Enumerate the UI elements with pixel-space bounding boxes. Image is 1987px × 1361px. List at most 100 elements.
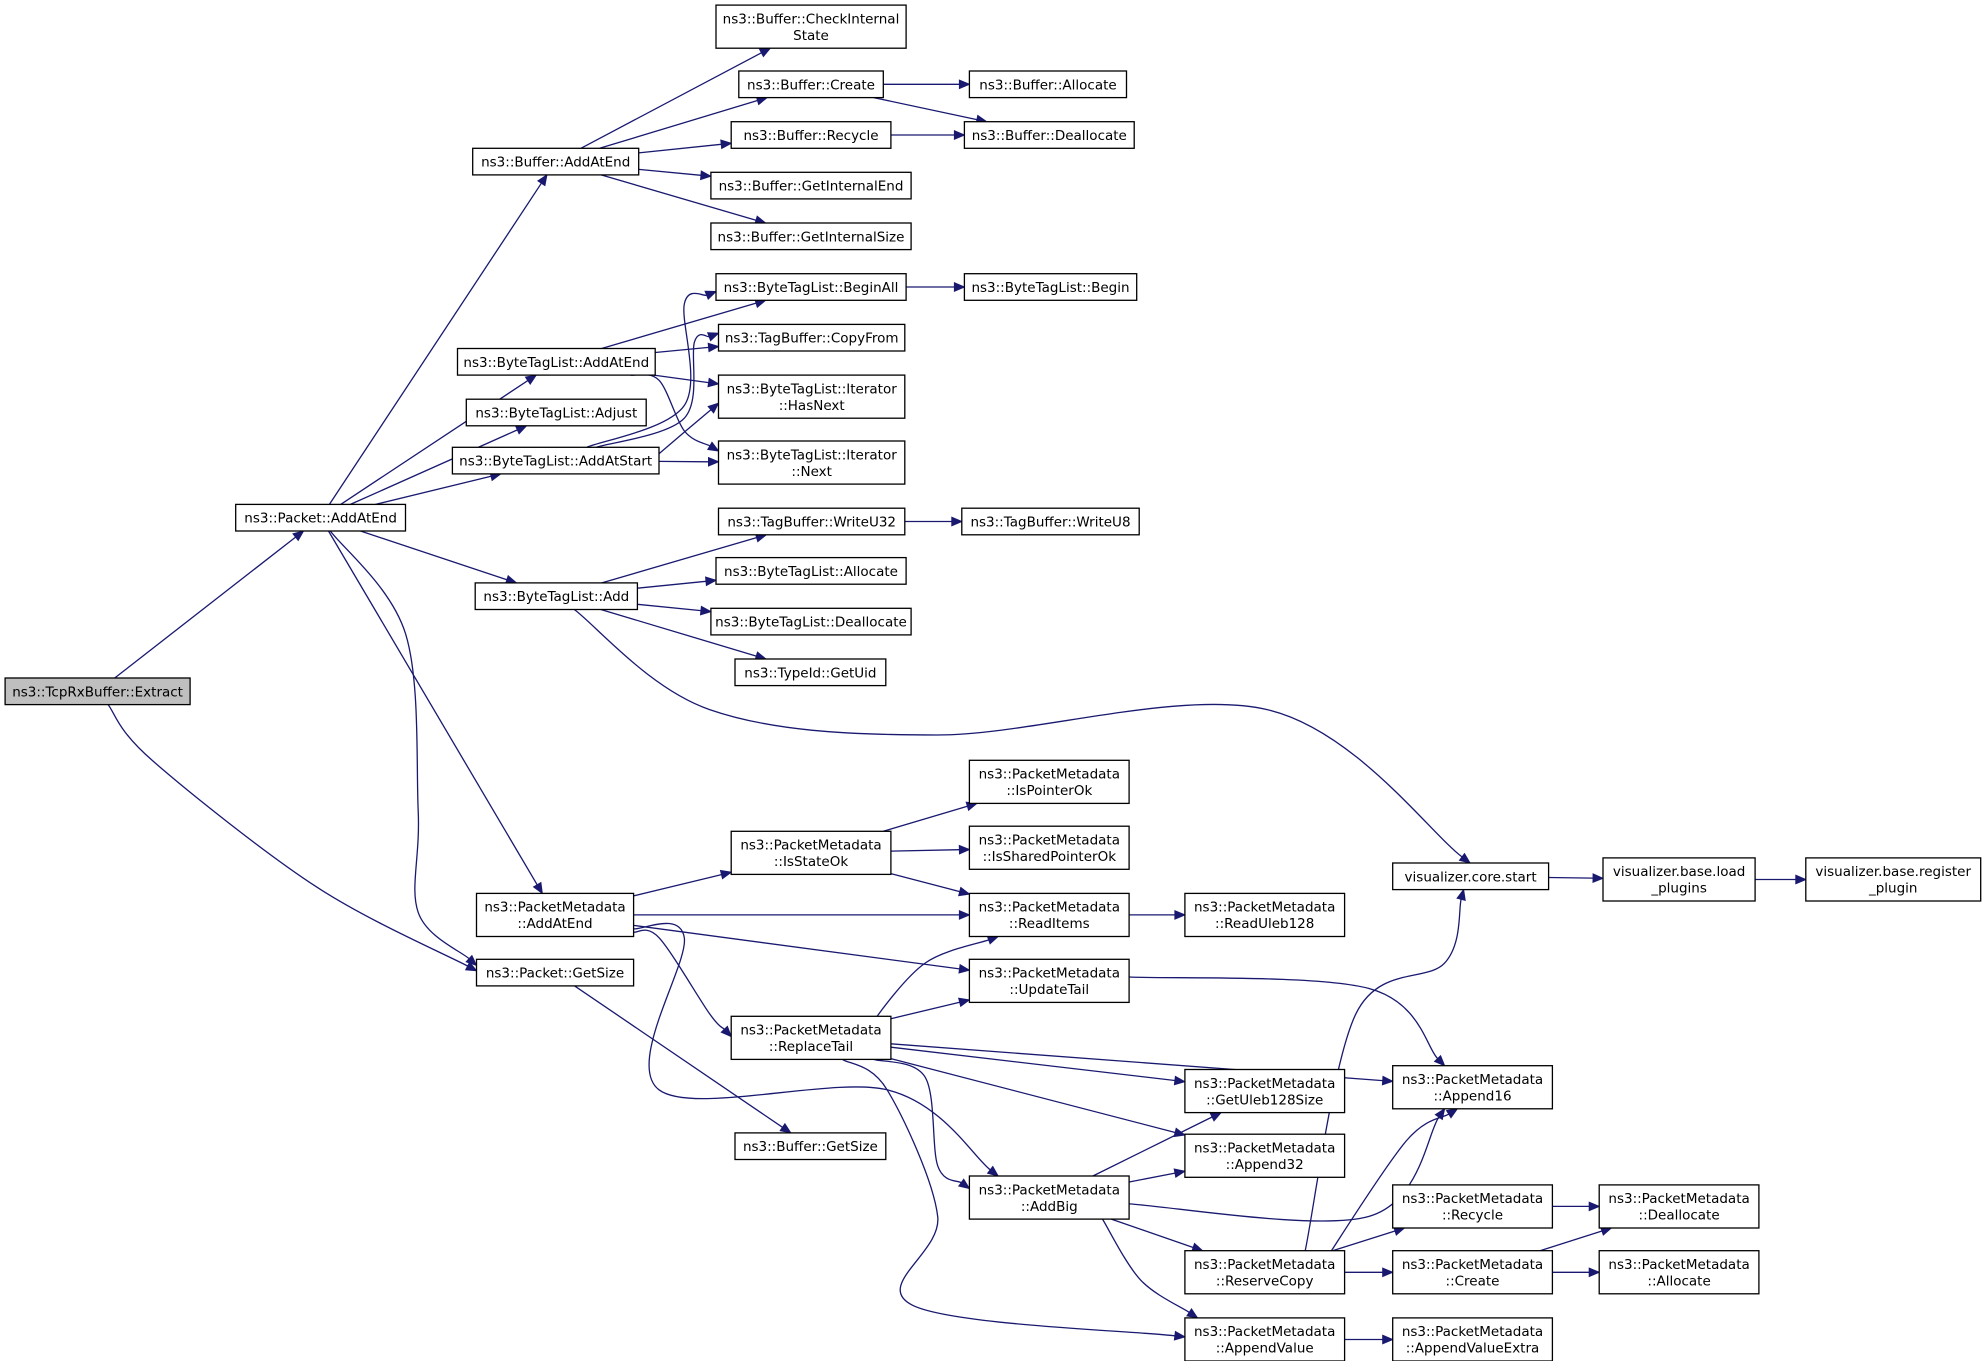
edge-btl_add-to-btl_deallocate: [637, 603, 713, 616]
node-label-line: ns3::TagBuffer::WriteU8: [970, 515, 1130, 531]
node-pm-ispointerok[interactable]: ns3::PacketMetadata::IsPointerOk: [968, 759, 1130, 805]
edge-pkt_addatend-to-btl_addatstart: [375, 471, 503, 506]
edge-line: [329, 530, 470, 960]
node-pm-addatend[interactable]: ns3::PacketMetadata::AddAtEnd: [475, 892, 635, 938]
edge-btl_addatstart-to-tb_copyfrom: [595, 332, 720, 448]
node-btl-allocate[interactable]: ns3::ByteTagList::Allocate: [715, 556, 907, 585]
node-typeid-getuid[interactable]: ns3::TypeId::GetUid: [734, 658, 887, 687]
node-label-line: ::Recycle: [1442, 1208, 1503, 1224]
edge-arrowhead: [758, 47, 772, 58]
node-buf-create[interactable]: ns3::Buffer::Create: [738, 70, 884, 99]
node-buf-getinternalsize[interactable]: ns3::Buffer::GetInternalSize: [710, 222, 912, 251]
node-pm-deallocate[interactable]: ns3::PacketMetadata::Deallocate: [1598, 1184, 1760, 1229]
edge-line: [600, 608, 757, 657]
node-btl-begin[interactable]: ns3::ByteTagList::Begin: [963, 273, 1138, 301]
edge-tb_writeu32-to-tb_writeu8: [904, 516, 964, 527]
node-box: [715, 556, 907, 585]
node-box: [1184, 1250, 1346, 1295]
edge-arrowhead: [958, 886, 971, 897]
node-buf-allocate[interactable]: ns3::Buffer::Allocate: [968, 70, 1128, 99]
node-label-line: ::AddBig: [1021, 1199, 1078, 1215]
node-label-line: ns3::Buffer::Create: [747, 77, 875, 93]
edge-pm_appendvalue-to-pm_appendvalueextra: [1344, 1334, 1394, 1345]
node-vis-start[interactable]: visualizer.core.start: [1392, 862, 1550, 891]
node-pm-recycle[interactable]: ns3::PacketMetadata::Recycle: [1392, 1184, 1554, 1229]
node-pm-readitems[interactable]: ns3::PacketMetadata::ReadItems: [968, 892, 1130, 938]
node-pkt-addatend[interactable]: ns3::Packet::AddAtEnd: [235, 503, 407, 532]
node-label-line: ::AppendValueExtra: [1406, 1341, 1540, 1357]
node-btl-it-next[interactable]: ns3::ByteTagList::Iterator::Next: [717, 440, 906, 485]
node-tb-copyfrom[interactable]: ns3::TagBuffer::CopyFrom: [717, 323, 906, 352]
node-label-line: ns3::TagBuffer::CopyFrom: [725, 331, 899, 347]
node-tb-writeu32[interactable]: ns3::TagBuffer::WriteU32: [717, 507, 906, 536]
node-btl-addatend[interactable]: ns3::ByteTagList::AddAtEnd: [456, 347, 656, 376]
edge-line: [601, 302, 757, 350]
edge-arrowhead: [1382, 1334, 1394, 1345]
node-box: [1598, 1250, 1760, 1295]
edge-line: [654, 409, 712, 458]
edge-arrowhead: [1433, 1054, 1446, 1067]
edge-pm_replacetail-to-pm_updatetail: [890, 997, 971, 1020]
edge-pm_replacetail-to-pm_append32: [890, 1057, 1187, 1138]
node-pm-updatetail[interactable]: ns3::PacketMetadata::UpdateTail: [968, 958, 1130, 1004]
edge-pm_isstateok-to-pm_ispointerok: [883, 801, 979, 832]
edge-arrowhead: [707, 342, 720, 353]
node-btl-beginall[interactable]: ns3::ByteTagList::BeginAll: [715, 273, 907, 301]
node-pm-allocate[interactable]: ns3::PacketMetadata::Allocate: [1598, 1250, 1760, 1295]
node-buf-getinternalend[interactable]: ns3::Buffer::GetInternalEnd: [710, 171, 912, 200]
node-btl-addatstart[interactable]: ns3::ByteTagList::AddAtStart: [451, 446, 660, 475]
edge-arrowhead: [720, 139, 733, 150]
edge-arrowhead: [986, 935, 1000, 945]
edge-line: [1539, 1230, 1603, 1252]
edge-line: [375, 475, 492, 506]
node-pkt-getsize[interactable]: ns3::Packet::GetSize: [475, 958, 635, 987]
node-label-line: ::AppendValue: [1216, 1341, 1314, 1357]
node-buf-getsize[interactable]: ns3::Buffer::GetSize: [734, 1132, 887, 1161]
edge-arrowhead: [700, 170, 713, 181]
edge-arrowhead: [536, 173, 548, 187]
node-extract[interactable]: ns3::TcpRxBuffer::Extract: [4, 677, 191, 706]
node-label-line: ns3::TypeId::GetUid: [744, 665, 876, 681]
node-pm-create[interactable]: ns3::PacketMetadata::Create: [1392, 1250, 1554, 1295]
node-buf-deallocate[interactable]: ns3::Buffer::Deallocate: [963, 121, 1135, 149]
node-label-line: ns3::PacketMetadata: [1194, 1324, 1335, 1340]
node-btl-adjust[interactable]: ns3::ByteTagList::Adjust: [465, 398, 647, 427]
node-label-line: ns3::PacketMetadata: [1402, 1257, 1543, 1273]
node-pm-replacetail[interactable]: ns3::PacketMetadata::ReplaceTail: [730, 1015, 892, 1061]
edge-line: [580, 52, 762, 149]
node-box: [1184, 1133, 1346, 1178]
edge-arrowhead: [465, 954, 478, 967]
edge-arrowhead: [532, 881, 543, 895]
node-buf-addatend[interactable]: ns3::Buffer::AddAtEnd: [472, 147, 640, 176]
node-vis-register[interactable]: visualizer.base.register_plugin: [1805, 857, 1982, 902]
node-pm-appendvalue[interactable]: ns3::PacketMetadata::AppendValue: [1184, 1317, 1346, 1361]
node-label-line: ns3::Packet::AddAtEnd: [244, 511, 397, 527]
node-btl-add[interactable]: ns3::ByteTagList::Add: [474, 582, 639, 611]
node-pm-append16[interactable]: ns3::PacketMetadata::Append16: [1392, 1065, 1554, 1110]
node-pm-issharedpointerok[interactable]: ns3::PacketMetadata::IsSharedPointerOk: [968, 825, 1130, 870]
node-box: [1184, 1068, 1346, 1114]
node-btl-deallocate[interactable]: ns3::ByteTagList::Deallocate: [710, 607, 912, 636]
edge-pm_updatetail-to-pm_append16: [1110, 975, 1446, 1067]
node-pm-appendvalueextra[interactable]: ns3::PacketMetadata::AppendValueExtra: [1392, 1317, 1554, 1361]
node-box: [734, 1132, 887, 1161]
node-btl-it-hasnext[interactable]: ns3::ByteTagList::Iterator::HasNext: [717, 374, 906, 419]
node-pm-append32[interactable]: ns3::PacketMetadata::Append32: [1184, 1133, 1346, 1178]
node-pm-getuleb128size[interactable]: ns3::PacketMetadata::GetUleb128Size: [1184, 1068, 1346, 1114]
edge-buf_create-to-buf_allocate: [883, 79, 971, 90]
node-box: [968, 759, 1130, 805]
node-label-line: ::UpdateTail: [1009, 982, 1089, 998]
edge-line: [890, 1001, 960, 1020]
node-pm-reservecopy[interactable]: ns3::PacketMetadata::ReserveCopy: [1184, 1250, 1346, 1295]
node-vis-load[interactable]: visualizer.base.load_plugins: [1602, 857, 1756, 902]
node-pm-addbig[interactable]: ns3::PacketMetadata::AddBig: [968, 1175, 1130, 1220]
node-pm-readuleb128[interactable]: ns3::PacketMetadata::ReadUleb128: [1184, 892, 1346, 938]
node-label-line: visualizer.base.register: [1815, 864, 1971, 880]
node-buf-recycle[interactable]: ns3::Buffer::Recycle: [730, 121, 892, 149]
edge-arrowhead: [719, 869, 733, 880]
node-label-line: ns3::PacketMetadata: [1194, 1141, 1335, 1157]
node-tb-writeu8[interactable]: ns3::TagBuffer::WriteU8: [961, 507, 1140, 536]
node-pm-isstateok[interactable]: ns3::PacketMetadata::IsStateOk: [730, 830, 892, 876]
